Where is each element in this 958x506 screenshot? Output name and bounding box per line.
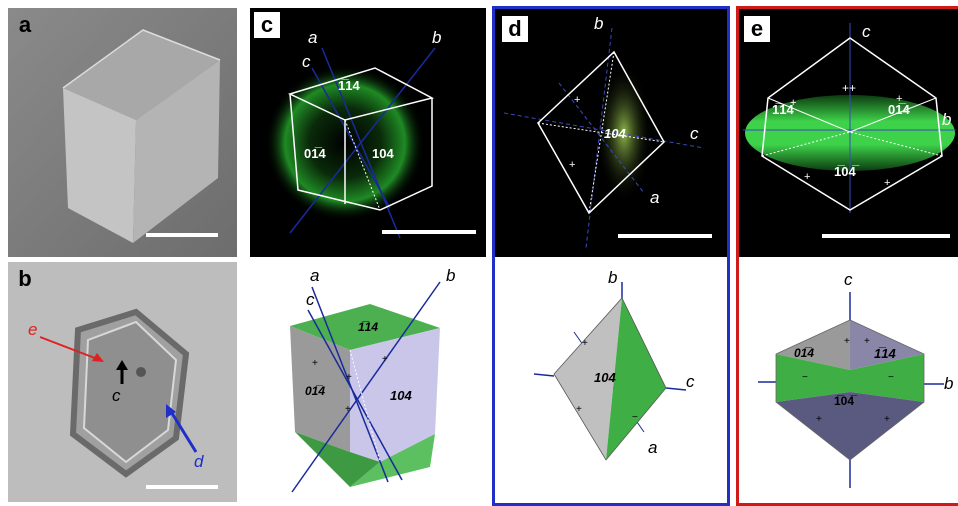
fluorescence-image xyxy=(265,47,436,239)
arrow-d-label: d xyxy=(194,452,204,471)
arrow-c-label: c xyxy=(112,386,121,405)
axis-c-label: c xyxy=(686,372,695,391)
svg-text:−: − xyxy=(888,372,894,383)
scale-bar xyxy=(618,234,712,238)
face-label-top: 1̅14 xyxy=(358,320,379,334)
panel-b: b e c d xyxy=(8,262,237,502)
optical-image xyxy=(8,262,237,502)
svg-text:+: + xyxy=(312,358,318,369)
svg-text:+: + xyxy=(576,404,582,415)
axis-c-label: c xyxy=(302,52,311,71)
panel-c-bottom: + + + + a b c 1̅14 01̅4 104 xyxy=(250,262,486,502)
panel-e-top: ++ + + + + e c b 1̅14 01̅4 1̅04̅ xyxy=(738,8,958,257)
svg-text:+: + xyxy=(896,93,902,105)
svg-text:+: + xyxy=(382,354,388,365)
svg-text:+: + xyxy=(569,159,575,171)
crystal-model: + + − xyxy=(533,282,687,461)
axis-a-label: a xyxy=(650,188,660,207)
face-label-right: 01̅4 xyxy=(888,102,910,117)
fluorescence-image: + + xyxy=(503,27,705,249)
svg-text:−: − xyxy=(632,412,638,423)
svg-text:−: − xyxy=(802,372,808,383)
panel-b-label: b xyxy=(18,266,32,291)
svg-text:++: ++ xyxy=(842,81,856,95)
crystal-model: + + + + xyxy=(290,281,441,493)
svg-text:+: + xyxy=(574,94,580,106)
crystal-model: + + + + − − xyxy=(758,292,944,488)
svg-text:+: + xyxy=(582,338,588,349)
svg-text:+: + xyxy=(816,414,822,425)
svg-text:+: + xyxy=(790,97,796,109)
scale-bar xyxy=(146,233,218,237)
face-label-front: 1̅04̅ xyxy=(834,164,856,179)
axis-a-label: a xyxy=(648,438,658,457)
sem-image xyxy=(8,8,237,257)
svg-text:+: + xyxy=(804,171,810,183)
scale-bar xyxy=(146,485,218,489)
fluorescence-image: ++ + + + + xyxy=(743,23,956,213)
axis-b-label: b xyxy=(594,14,604,33)
face-label-left: 01̅4 xyxy=(304,146,326,161)
svg-text:+: + xyxy=(884,177,890,189)
axis-b-label: b xyxy=(446,266,456,285)
svg-text:+: + xyxy=(345,404,351,415)
face-label: 104 xyxy=(604,126,626,141)
arrow-d xyxy=(168,409,198,453)
svg-text:+: + xyxy=(346,372,352,383)
panel-e-bottom: + + + + − − c b 01̅4 1̅14 1̅04̅ xyxy=(738,262,958,502)
axis-a-label: a xyxy=(310,266,320,285)
panel-a-label: a xyxy=(18,12,32,37)
axis-c-label: c xyxy=(862,22,871,41)
arrow-e xyxy=(39,336,101,361)
face-label-right: 104 xyxy=(372,146,394,161)
panel-d-label: d xyxy=(502,16,528,42)
face-label-front: 1̅04̅ xyxy=(834,394,855,408)
axis-c-label: c xyxy=(306,290,315,309)
face-label-left: 01̅4 xyxy=(305,384,326,398)
face-label: 104 xyxy=(594,370,616,385)
face-label-top: 1̅14 xyxy=(338,78,360,93)
arrow-e-label: e xyxy=(28,320,38,339)
panel-d-bottom: + + − b c a 104 xyxy=(494,262,728,502)
scale-bar xyxy=(382,230,476,234)
face-label-right: 1̅14 xyxy=(874,346,896,361)
panel-a: a xyxy=(8,8,237,257)
panel-e-label: e xyxy=(744,16,770,42)
panel-c-label: c xyxy=(254,12,280,38)
face-label-left: 01̅4 xyxy=(794,346,815,360)
axis-a-label: a xyxy=(308,28,318,47)
svg-text:+: + xyxy=(884,414,890,425)
face-label-right: 104 xyxy=(390,388,412,403)
axis-b-label: b xyxy=(608,268,618,287)
axis-b-label: b xyxy=(944,374,954,393)
svg-text:+: + xyxy=(864,336,870,347)
panel-d-top: + + d b c a 104 xyxy=(494,8,728,257)
axis-b-label: b xyxy=(432,28,442,47)
scale-bar xyxy=(822,234,950,238)
face-label-left: 1̅14 xyxy=(772,102,794,117)
axis-c-label: c xyxy=(690,124,699,143)
svg-text:+: + xyxy=(844,336,850,347)
axis-c-label: c xyxy=(844,270,853,289)
panel-c-top: c a b c 1̅14 01̅4 104 xyxy=(250,8,486,257)
axis-b-label: b xyxy=(942,110,952,129)
